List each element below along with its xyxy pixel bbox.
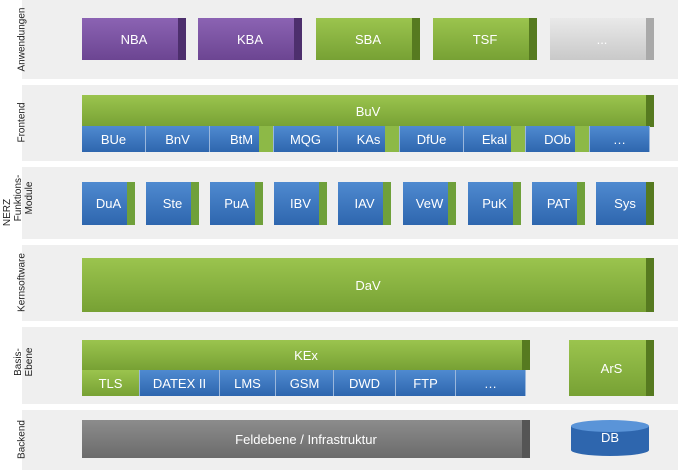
bar-kex: KEx: [82, 340, 530, 370]
cell-mqg: MQG: [274, 126, 338, 152]
label-backend: Backend: [16, 420, 28, 459]
box-kba: KBA: [198, 18, 302, 60]
bar-dav: DaV: [82, 258, 654, 312]
label-basis: Basis- Ebene: [13, 327, 38, 404]
module-iav: IAV: [338, 182, 391, 225]
label-kernsoftware: Kernsoftware: [16, 253, 28, 312]
box-nba: NBA: [82, 18, 186, 60]
cell-dfue: DfUe: [400, 126, 464, 152]
cell-lms: LMS: [220, 370, 276, 396]
frontend-cells: BUe BnV BtM MQG KAs DfUe Ekal DOb …: [82, 126, 650, 152]
label-anwendungen: Anwendungen: [16, 7, 28, 72]
box-sba: SBA: [316, 18, 420, 60]
cell-bue: BUe: [82, 126, 146, 152]
label-funktionsmodule: Funktions- Module: [13, 167, 38, 239]
cell-btm: BtM: [210, 126, 274, 152]
cell-more-basis: …: [456, 370, 526, 396]
cell-gsm: GSM: [276, 370, 334, 396]
bar-feldebene: Feldebene / Infrastruktur: [82, 420, 530, 458]
module-pat: PAT: [532, 182, 585, 225]
basis-cells: TLS DATEX II LMS GSM DWD FTP …: [82, 370, 526, 396]
cell-dob: DOb: [526, 126, 590, 152]
module-dua: DuA: [82, 182, 135, 225]
database-db: DB: [571, 420, 649, 456]
module-puk: PuK: [468, 182, 521, 225]
cell-more-frontend: …: [590, 126, 650, 152]
cell-bnv: BnV: [146, 126, 210, 152]
module-ste: Ste: [146, 182, 199, 225]
cell-datex: DATEX II: [140, 370, 220, 396]
label-basis-text: Basis- Ebene: [13, 347, 35, 377]
cell-tls: TLS: [82, 370, 140, 396]
box-ars: ArS: [569, 340, 654, 396]
module-vew: VeW: [403, 182, 456, 225]
cell-kas: KAs: [338, 126, 400, 152]
label-funktionsmodule-text: Funktions- Module: [13, 174, 35, 222]
cell-ekal: Ekal: [464, 126, 526, 152]
label-frontend: Frontend: [16, 102, 28, 143]
cell-ftp: FTP: [396, 370, 456, 396]
cell-dwd: DWD: [334, 370, 396, 396]
module-ibv: IBV: [274, 182, 327, 225]
box-more-apps: ...: [550, 18, 654, 60]
bar-buv: BuV: [82, 95, 654, 127]
module-pua: PuA: [210, 182, 263, 225]
box-tsf: TSF: [433, 18, 537, 60]
module-sys: Sys: [596, 182, 654, 225]
